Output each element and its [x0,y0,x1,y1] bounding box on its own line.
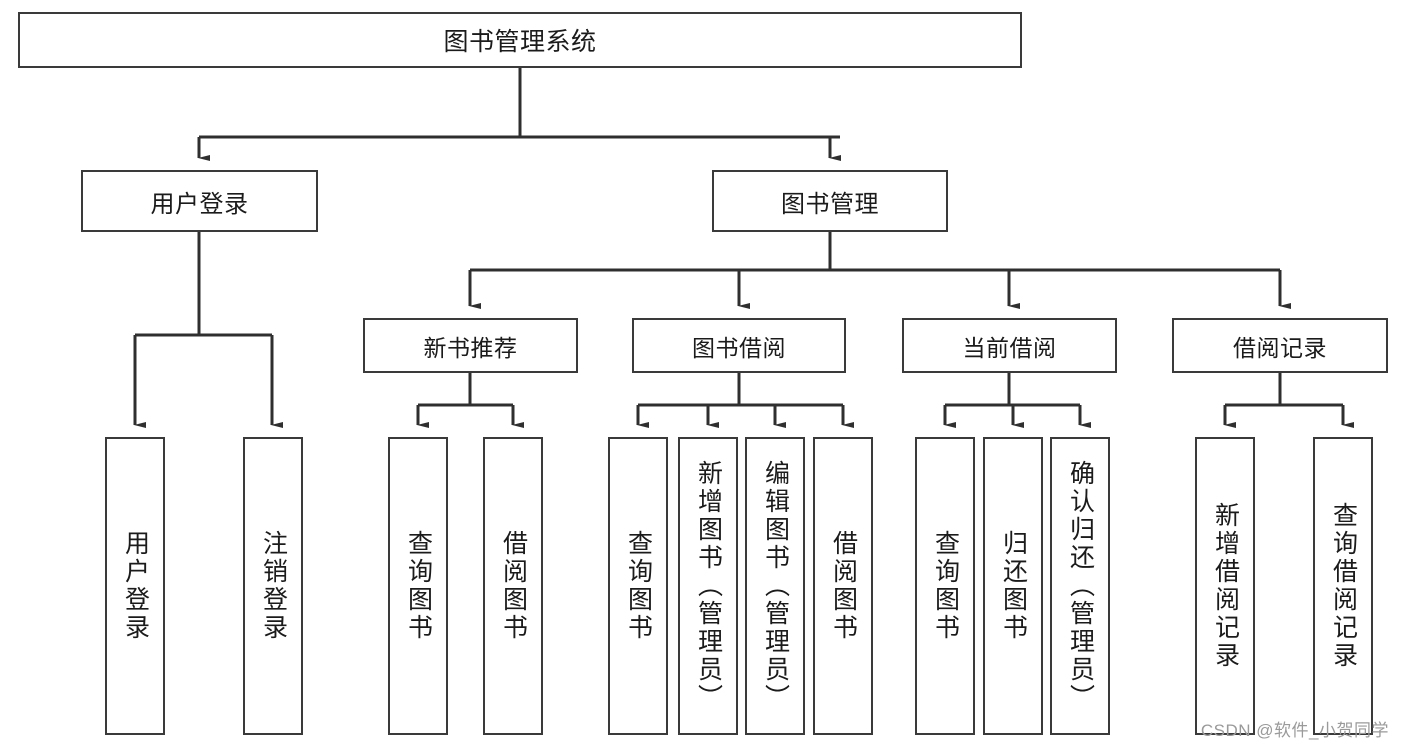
leaf-query-borrow-record[interactable]: 查询借阅记录 [1313,437,1373,735]
node-root-label: 图书管理系统 [443,28,597,56]
node-book-management[interactable]: 图书管理 [712,170,948,232]
leaf-query-book-new-label: 查询图书 [404,530,433,642]
node-new-book-recommend-label: 新书推荐 [423,334,518,361]
leaf-add-book-admin[interactable]: 新增图书（管理员） [678,437,738,735]
leaf-edit-book-admin-label: 编辑图书（管理员） [761,460,790,712]
leaf-add-borrow-record[interactable]: 新增借阅记录 [1195,437,1255,735]
leaf-edit-book-admin[interactable]: 编辑图书（管理员） [745,437,805,735]
leaf-query-book-borrow[interactable]: 查询图书 [608,437,668,735]
node-current-borrow-label: 当前借阅 [962,334,1057,361]
leaf-add-borrow-record-label: 新增借阅记录 [1211,502,1240,670]
node-user-login-label: 用户登录 [150,190,249,218]
leaf-logout-label: 注销登录 [259,530,288,642]
node-root[interactable]: 图书管理系统 [18,12,1022,68]
node-borrow-record[interactable]: 借阅记录 [1172,318,1388,373]
leaf-borrow-book[interactable]: 借阅图书 [813,437,873,735]
node-book-borrow-label: 图书借阅 [692,334,786,361]
watermark: CSDN @软件_小贺同学 [1200,721,1389,740]
leaf-confirm-return-admin[interactable]: 确认归还（管理员） [1050,437,1110,735]
node-book-management-label: 图书管理 [781,190,879,218]
leaf-query-book-new[interactable]: 查询图书 [388,437,448,735]
leaf-query-book-current-label: 查询图书 [931,530,960,642]
leaf-return-book-label: 归还图书 [999,530,1028,642]
leaf-query-borrow-record-label: 查询借阅记录 [1329,502,1358,670]
leaf-add-book-admin-label: 新增图书（管理员） [694,460,723,712]
leaf-return-book[interactable]: 归还图书 [983,437,1043,735]
node-borrow-record-label: 借阅记录 [1233,334,1327,361]
leaf-borrow-book-label: 借阅图书 [829,530,858,642]
leaf-user-login[interactable]: 用户登录 [105,437,165,735]
leaf-borrow-book-new-label: 借阅图书 [499,530,528,642]
node-user-login[interactable]: 用户登录 [81,170,318,232]
leaf-query-book-borrow-label: 查询图书 [624,530,653,642]
leaf-borrow-book-new[interactable]: 借阅图书 [483,437,543,735]
leaf-logout[interactable]: 注销登录 [243,437,303,735]
node-new-book-recommend[interactable]: 新书推荐 [363,318,578,373]
leaf-confirm-return-admin-label: 确认归还（管理员） [1066,460,1095,712]
leaf-user-login-label: 用户登录 [121,530,150,642]
node-book-borrow[interactable]: 图书借阅 [632,318,846,373]
node-current-borrow[interactable]: 当前借阅 [902,318,1117,373]
leaf-query-book-current[interactable]: 查询图书 [915,437,975,735]
